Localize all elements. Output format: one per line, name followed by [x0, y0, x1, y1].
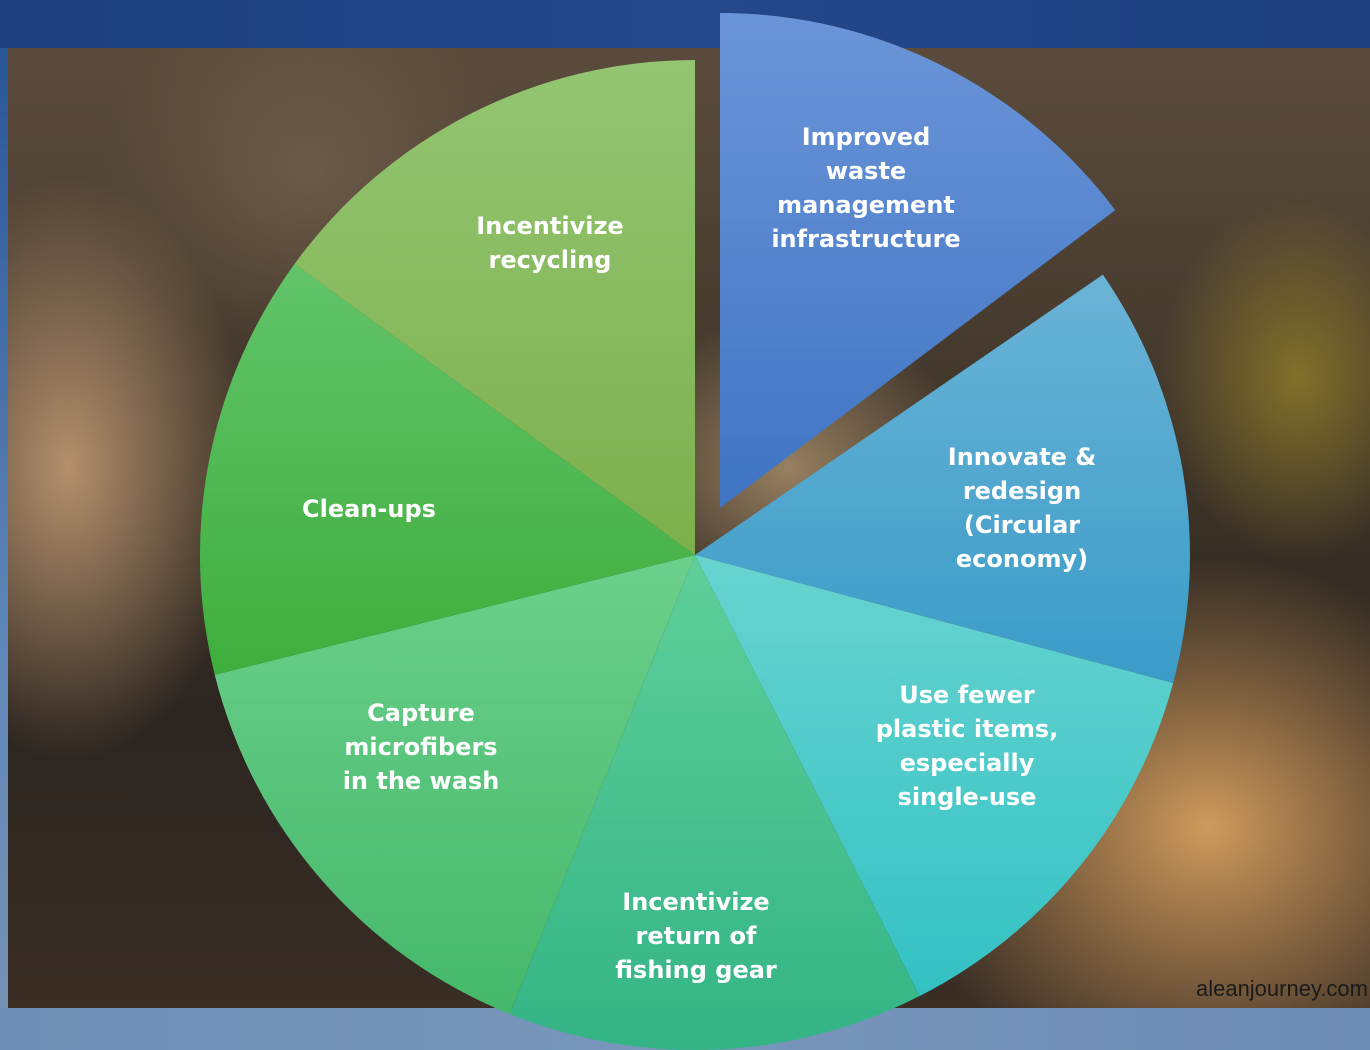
- segment-use-fewer-plastics: [695, 555, 1174, 996]
- label-line: waste: [826, 157, 906, 185]
- segments-layer: [199, 13, 1190, 1050]
- label-line: microfibers: [344, 733, 497, 761]
- label-line: in the wash: [343, 767, 500, 795]
- label-line: Innovate &: [948, 443, 1096, 471]
- segment-microfibers-label: Capture microfibers in the wash: [343, 699, 500, 795]
- label-line: (Circular: [964, 511, 1080, 539]
- segment-microfibers: [214, 555, 695, 1014]
- label-line: management: [777, 191, 955, 219]
- segment-waste-infrastructure: [720, 13, 1116, 508]
- label-line: especially: [900, 749, 1035, 777]
- segment-fishing-gear: [509, 555, 920, 1050]
- label-line: Improved: [802, 123, 931, 151]
- segment-innovate-redesign: [695, 274, 1190, 684]
- label-line: fishing gear: [615, 956, 777, 984]
- label-line: Capture: [367, 699, 475, 727]
- label-line: economy): [956, 545, 1088, 573]
- label-line: Clean-ups: [302, 495, 436, 523]
- label-line: recycling: [489, 246, 612, 274]
- segment-use-fewer-plastics-label: Use fewer plastic items, especially single-…: [876, 681, 1059, 811]
- segment-waste-infrastructure-label: Improved waste management infrastructure: [771, 123, 960, 253]
- label-line: Use fewer: [899, 681, 1035, 709]
- label-line: Incentivize: [476, 212, 623, 240]
- segment-clean-ups: [199, 264, 695, 675]
- segment-fishing-gear-label: Incentivize return of fishing gear: [615, 888, 777, 984]
- label-line: Incentivize: [622, 888, 769, 916]
- site-credit: aleanjourney.com: [1195, 976, 1368, 1001]
- label-line: return of: [636, 922, 757, 950]
- segment-recycling: [294, 59, 695, 555]
- labels-layer: Improved waste management infrastructureInn…: [302, 123, 1096, 984]
- segment-clean-ups-label: Clean-ups: [302, 495, 436, 523]
- top-banner: [0, 0, 1370, 48]
- label-line: redesign: [963, 477, 1081, 505]
- label-line: infrastructure: [771, 225, 960, 253]
- label-line: single-use: [898, 783, 1037, 811]
- segment-recycling-label: Incentivize recycling: [476, 212, 623, 274]
- label-line: plastic items,: [876, 715, 1059, 743]
- segment-innovate-redesign-label: Innovate & redesign (Circular economy): [948, 443, 1096, 573]
